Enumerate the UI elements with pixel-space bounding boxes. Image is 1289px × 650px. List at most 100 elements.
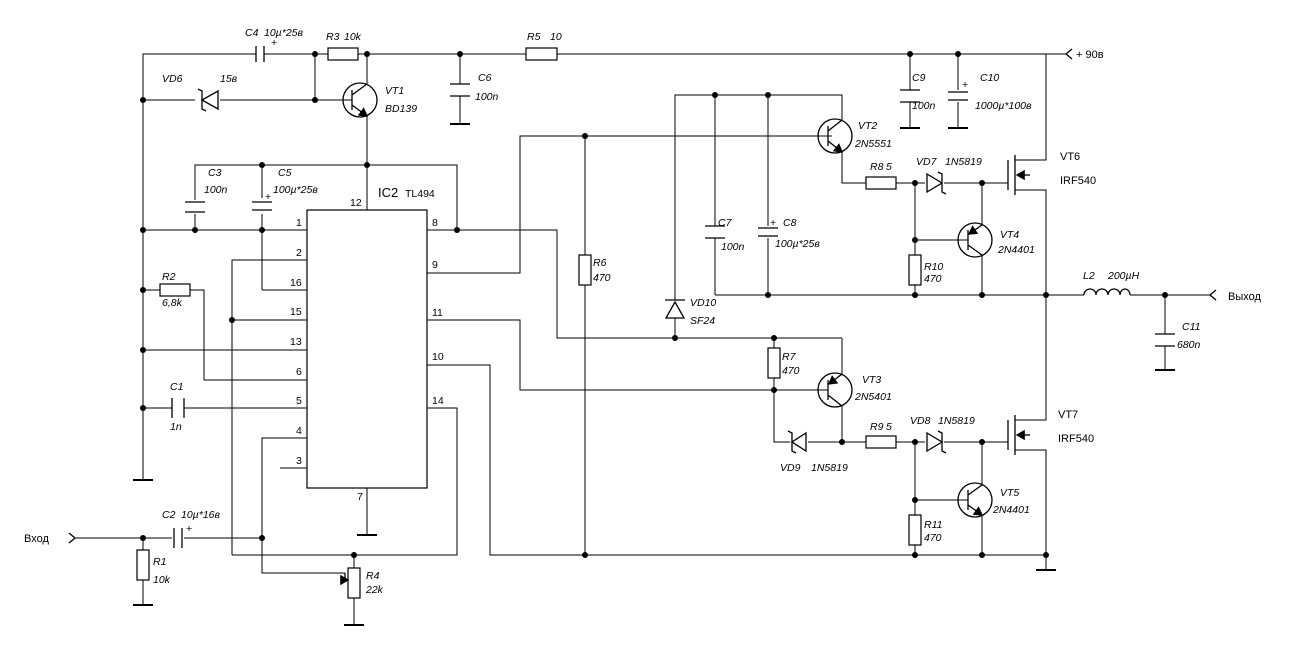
- c1-value: 1n: [170, 421, 182, 433]
- r6-value: 470: [593, 272, 611, 284]
- ic2-name: IC2: [378, 185, 398, 200]
- svg-text:+: +: [186, 523, 192, 535]
- vd7-value: 1N5819: [945, 156, 982, 168]
- c9-capacitor: [900, 89, 920, 103]
- r2-name: R2: [162, 271, 176, 283]
- svg-text:+: +: [271, 37, 277, 49]
- pin-9: 9: [432, 259, 438, 271]
- c2-value: 10µ*16в: [181, 509, 220, 521]
- vt2-value: 2N5551: [854, 138, 892, 150]
- r11-resistor: [908, 514, 922, 546]
- vd10-value: SF24: [690, 315, 715, 327]
- vt1-name: VT1: [385, 85, 404, 97]
- c4-capacitor: +: [250, 37, 277, 62]
- vd9-name: VD9: [780, 462, 801, 474]
- r10-resistor: [908, 254, 922, 286]
- c6-capacitor: [450, 83, 470, 97]
- vd7-diode: [926, 171, 947, 195]
- r6-name: R6: [593, 257, 607, 269]
- r4-value: 22k: [365, 584, 384, 596]
- c1-name: C1: [170, 381, 183, 393]
- vt3-transistor: [815, 372, 853, 408]
- vt4-value: 2N4401: [997, 244, 1035, 256]
- c10-name: C10: [980, 72, 999, 84]
- vt3-value: 2N5401: [854, 391, 892, 403]
- r8-name: R8: [870, 161, 884, 173]
- vt7-value: IRF540: [1058, 433, 1094, 445]
- r5-name: R5: [527, 31, 541, 43]
- r4-name: R4: [366, 570, 380, 582]
- pin-10: 10: [432, 351, 444, 363]
- ground-symbols: [133, 123, 1175, 626]
- r7-resistor: [767, 347, 781, 379]
- pin-15: 15: [290, 306, 302, 318]
- r3-name: R3: [326, 31, 340, 43]
- c8-value: 100µ*25в: [775, 238, 820, 250]
- vt4-name: VT4: [1000, 229, 1019, 241]
- c7-capacitor: [705, 225, 725, 239]
- diodes: [197, 88, 947, 454]
- pin-5: 5: [296, 395, 302, 407]
- c1-capacitor: [171, 398, 185, 418]
- io-terminals: + 90в Выход Вход: [24, 48, 1261, 545]
- output-label: Выход: [1228, 291, 1261, 303]
- r2-resistor: [159, 283, 191, 297]
- wires: [75, 53, 1210, 625]
- c5-capacitor: +: [252, 191, 272, 211]
- pin-2: 2: [296, 247, 302, 259]
- c2-capacitor: +: [173, 523, 192, 548]
- svg-text:+: +: [962, 79, 968, 91]
- vd6-value: 15в: [220, 73, 238, 85]
- vt6-name: VT6: [1060, 151, 1080, 163]
- c7-name: C7: [718, 217, 733, 229]
- r7-value: 470: [782, 365, 800, 377]
- vt5-name: VT5: [1000, 487, 1019, 499]
- c6-value: 100n: [475, 91, 499, 103]
- vt7-name: VT7: [1058, 409, 1078, 421]
- vt5-transistor: [957, 482, 993, 518]
- c11-name: C11: [1182, 321, 1200, 333]
- supply-terminal: [1064, 48, 1073, 60]
- r9-value: 5: [886, 421, 892, 433]
- r2-value: 6,8k: [162, 297, 183, 309]
- r5-resistor: [525, 47, 558, 61]
- c3-value: 100n: [204, 184, 228, 196]
- vd6-zener-diode: [197, 88, 219, 112]
- r1-name: R1: [153, 556, 166, 568]
- svg-text:+: +: [265, 191, 271, 203]
- c4-value: 10µ*25в: [264, 27, 303, 39]
- r1-resistor: [136, 549, 150, 581]
- input-terminal: [68, 532, 77, 544]
- ic2-tl494: IC2 TL494 1 2 16 15 13 6 5 4 3 12 7 8 9 …: [290, 185, 444, 503]
- pin-16: 16: [290, 277, 302, 289]
- vt2-name: VT2: [858, 120, 877, 132]
- vt6-mosfet: [1007, 155, 1030, 195]
- r7-name: R7: [782, 351, 797, 363]
- c11-capacitor: [1155, 333, 1175, 347]
- r3-value: 10k: [344, 31, 362, 43]
- pin-3: 3: [296, 455, 302, 467]
- vd10-diode: [664, 299, 686, 319]
- c10-value: 1000µ*100в: [975, 100, 1032, 112]
- c5-name: C5: [278, 167, 292, 179]
- pin-4: 4: [296, 425, 302, 437]
- pin-12: 12: [350, 197, 362, 209]
- r8-value: 5: [886, 161, 892, 173]
- l2-name: L2: [1083, 270, 1095, 282]
- output-terminal: [1208, 289, 1217, 301]
- vt7-mosfet: [1007, 415, 1030, 455]
- vt3-name: VT3: [862, 374, 881, 386]
- ic2-part: TL494: [405, 188, 435, 200]
- vt1-transistor: [342, 82, 378, 118]
- c8-name: C8: [783, 217, 797, 229]
- r10-name: R10: [924, 261, 943, 273]
- supply-label: + 90в: [1076, 49, 1104, 61]
- c2-name: C2: [162, 509, 176, 521]
- l2-value: 200µH: [1107, 270, 1140, 282]
- c8-capacitor: +: [758, 217, 778, 237]
- r4-potentiometer: [347, 567, 361, 599]
- c10-capacitor: +: [948, 79, 968, 101]
- c4-name: C4: [245, 27, 259, 39]
- vt2-transistor: [817, 118, 853, 154]
- c7-value: 100n: [721, 241, 745, 253]
